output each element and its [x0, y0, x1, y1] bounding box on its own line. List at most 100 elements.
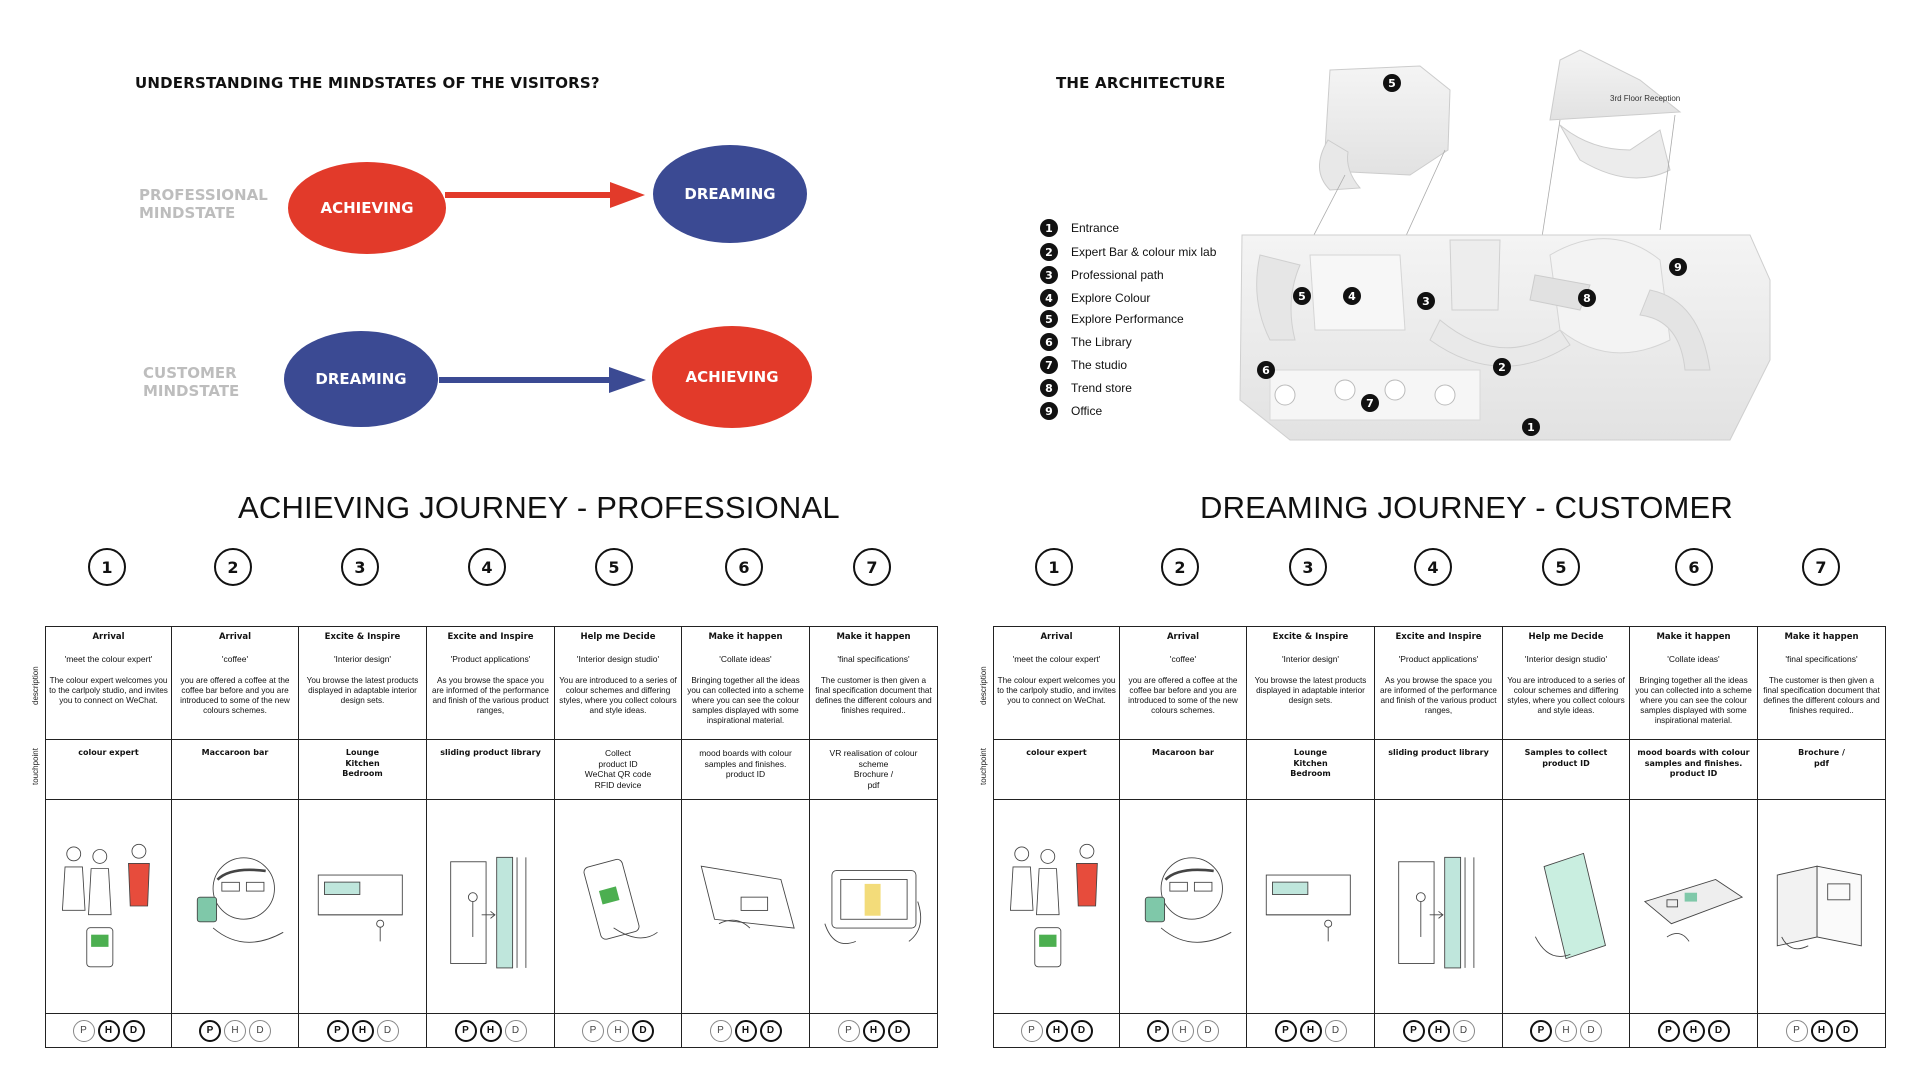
step-heading: Excite & Inspire — [1272, 632, 1349, 642]
phd-indicator-h: H — [1810, 1019, 1833, 1042]
description-cell: Arrival'coffee'you are offered a coffee … — [171, 626, 299, 740]
touchpoint-cell: VR realisation of colour scheme Brochure… — [809, 739, 938, 800]
touchpoint-text: Collect product ID WeChat QR code RFID d… — [584, 748, 652, 790]
legend-number-badge: 8 — [1040, 379, 1058, 397]
touchpoint-cell: Lounge Kitchen Bedroom — [298, 739, 427, 800]
phd-indicator-d: D — [1452, 1019, 1475, 1042]
journey-title: DREAMING JOURNEY - CUSTOMER — [1200, 490, 1734, 525]
customer-from-ellipse: DREAMING — [284, 331, 438, 427]
phd-indicator-h: H — [1045, 1019, 1068, 1042]
step-description: You are introduced to a series of colour… — [1507, 676, 1625, 715]
phd-indicator-h: H — [1682, 1019, 1705, 1042]
step-number-circle: 1 — [1035, 548, 1073, 586]
phd-indicator-h: H — [479, 1019, 502, 1042]
illustration-cell — [298, 799, 427, 1014]
touchpoint-cell: colour expert — [45, 739, 172, 800]
legend-label: The studio — [1071, 358, 1128, 372]
touchpoint-text: mood boards with colour samples and fini… — [1637, 748, 1750, 778]
phd-indicator-p: P — [1785, 1019, 1808, 1042]
illustration-cell — [1757, 799, 1886, 1014]
step-description: The colour expert welcomes you to the ca… — [49, 676, 168, 705]
sketch-illustration — [178, 806, 292, 1006]
step-quote: 'Collate ideas' — [1667, 654, 1720, 664]
professional-label-line1: PROFESSIONAL — [139, 186, 268, 204]
step-quote: 'final specifications' — [837, 654, 910, 664]
phd-indicator-d: D — [887, 1019, 910, 1042]
sketch-illustration — [561, 806, 675, 1006]
illustration-cell — [809, 799, 938, 1014]
touchpoint-cell: Macaroon bar — [1119, 739, 1247, 800]
phd-indicator-p: P — [326, 1019, 349, 1042]
sketch-illustration — [1381, 806, 1496, 1006]
plan-marker-6: 6 — [1257, 361, 1275, 379]
legend-item: 2 Expert Bar & colour mix lab — [1040, 243, 1216, 261]
step-number-circle: 6 — [725, 548, 763, 586]
step-number-circle: 4 — [468, 548, 506, 586]
legend-label: Expert Bar & colour mix lab — [1071, 245, 1217, 259]
professional-mindstate-label: PROFESSIONAL MINDSTATE — [139, 186, 268, 222]
step-heading: Arrival — [92, 632, 125, 642]
journey-table: Arrival'meet the colour expert'The colou… — [993, 626, 1886, 1048]
touchpoint-text: Samples to collect product ID — [1524, 748, 1608, 768]
mindstates-title: UNDERSTANDING THE MINDSTATES OF THE VISI… — [135, 74, 600, 92]
phd-indicator-h: H — [224, 1019, 246, 1042]
professional-from-ellipse: ACHIEVING — [288, 162, 446, 254]
phd-indicator-p: P — [709, 1019, 732, 1042]
step-number-circle: 5 — [1542, 548, 1580, 586]
step-description: you are offered a coffee at the coffee b… — [1128, 676, 1238, 715]
legend-label: Trend store — [1071, 381, 1132, 395]
phd-indicator-p: P — [582, 1019, 604, 1042]
plan-marker-2: 2 — [1493, 358, 1511, 376]
step-description: You browse the latest products displayed… — [306, 676, 419, 705]
step-quote: 'Interior design studio' — [576, 654, 660, 664]
description-cell: Excite & Inspire'Interior design'You bro… — [298, 626, 427, 740]
illustration-cell — [993, 799, 1120, 1014]
touchpoint-text: Lounge Kitchen Bedroom — [342, 748, 383, 778]
description-cell: Arrival'meet the colour expert'The colou… — [993, 626, 1120, 740]
step-heading: Help me Decide — [1528, 632, 1604, 642]
phd-indicator-h: H — [607, 1019, 629, 1042]
legend-number-badge: 2 — [1040, 243, 1058, 261]
phd-indicator-p: P — [454, 1019, 477, 1042]
phd-indicator-p: P — [1147, 1019, 1169, 1042]
step-heading: Make it happen — [1784, 632, 1859, 642]
architecture-title: THE ARCHITECTURE — [1056, 74, 1226, 92]
plan-marker-8: 8 — [1578, 289, 1596, 307]
description-cell: Arrival'meet the colour expert'The colou… — [45, 626, 172, 740]
description-row: Arrival'meet the colour expert'The colou… — [993, 626, 1886, 740]
professional-to-ellipse: DREAMING — [653, 145, 807, 243]
touchpoint-text: Macaroon bar — [1152, 748, 1214, 757]
legend-item: 8 Trend store — [1040, 379, 1132, 397]
legend-number-badge: 1 — [1040, 219, 1058, 237]
phd-indicator-p: P — [1020, 1019, 1043, 1042]
description-cell: Excite and Inspire 'Product applications'… — [426, 626, 555, 740]
step-quote: 'Product applications' — [450, 654, 531, 664]
touchpoint-text: Maccaroon bar — [201, 748, 269, 757]
phd-indicator-d: D — [759, 1019, 782, 1042]
plan-marker-7: 7 — [1361, 394, 1379, 412]
illustration-cell — [45, 799, 172, 1014]
legend-number-badge: 6 — [1040, 333, 1058, 351]
description-cell: Make it happen'final specifications'The … — [1757, 626, 1886, 740]
plan-marker-4: 4 — [1343, 287, 1361, 305]
phd-indicator-h: H — [1299, 1019, 1322, 1042]
touchpoint-text: Lounge Kitchen Bedroom — [1290, 748, 1331, 778]
step-description: Bringing together all the ideas you can … — [687, 676, 804, 725]
description-cell: Make it happen'Collate ideas'Bringing to… — [681, 626, 810, 740]
phd-indicator-h: H — [862, 1019, 885, 1042]
phd-indicator-p: P — [1657, 1019, 1680, 1042]
phd-indicator-d: D — [376, 1019, 399, 1042]
touchpoint-cell: Collect product ID WeChat QR code RFID d… — [554, 739, 682, 800]
step-heading: Excite and Inspire — [447, 632, 534, 642]
step-number-circle: 7 — [853, 548, 891, 586]
step-description: The colour expert welcomes you to the ca… — [997, 676, 1116, 705]
legend-label: Professional path — [1071, 268, 1164, 282]
